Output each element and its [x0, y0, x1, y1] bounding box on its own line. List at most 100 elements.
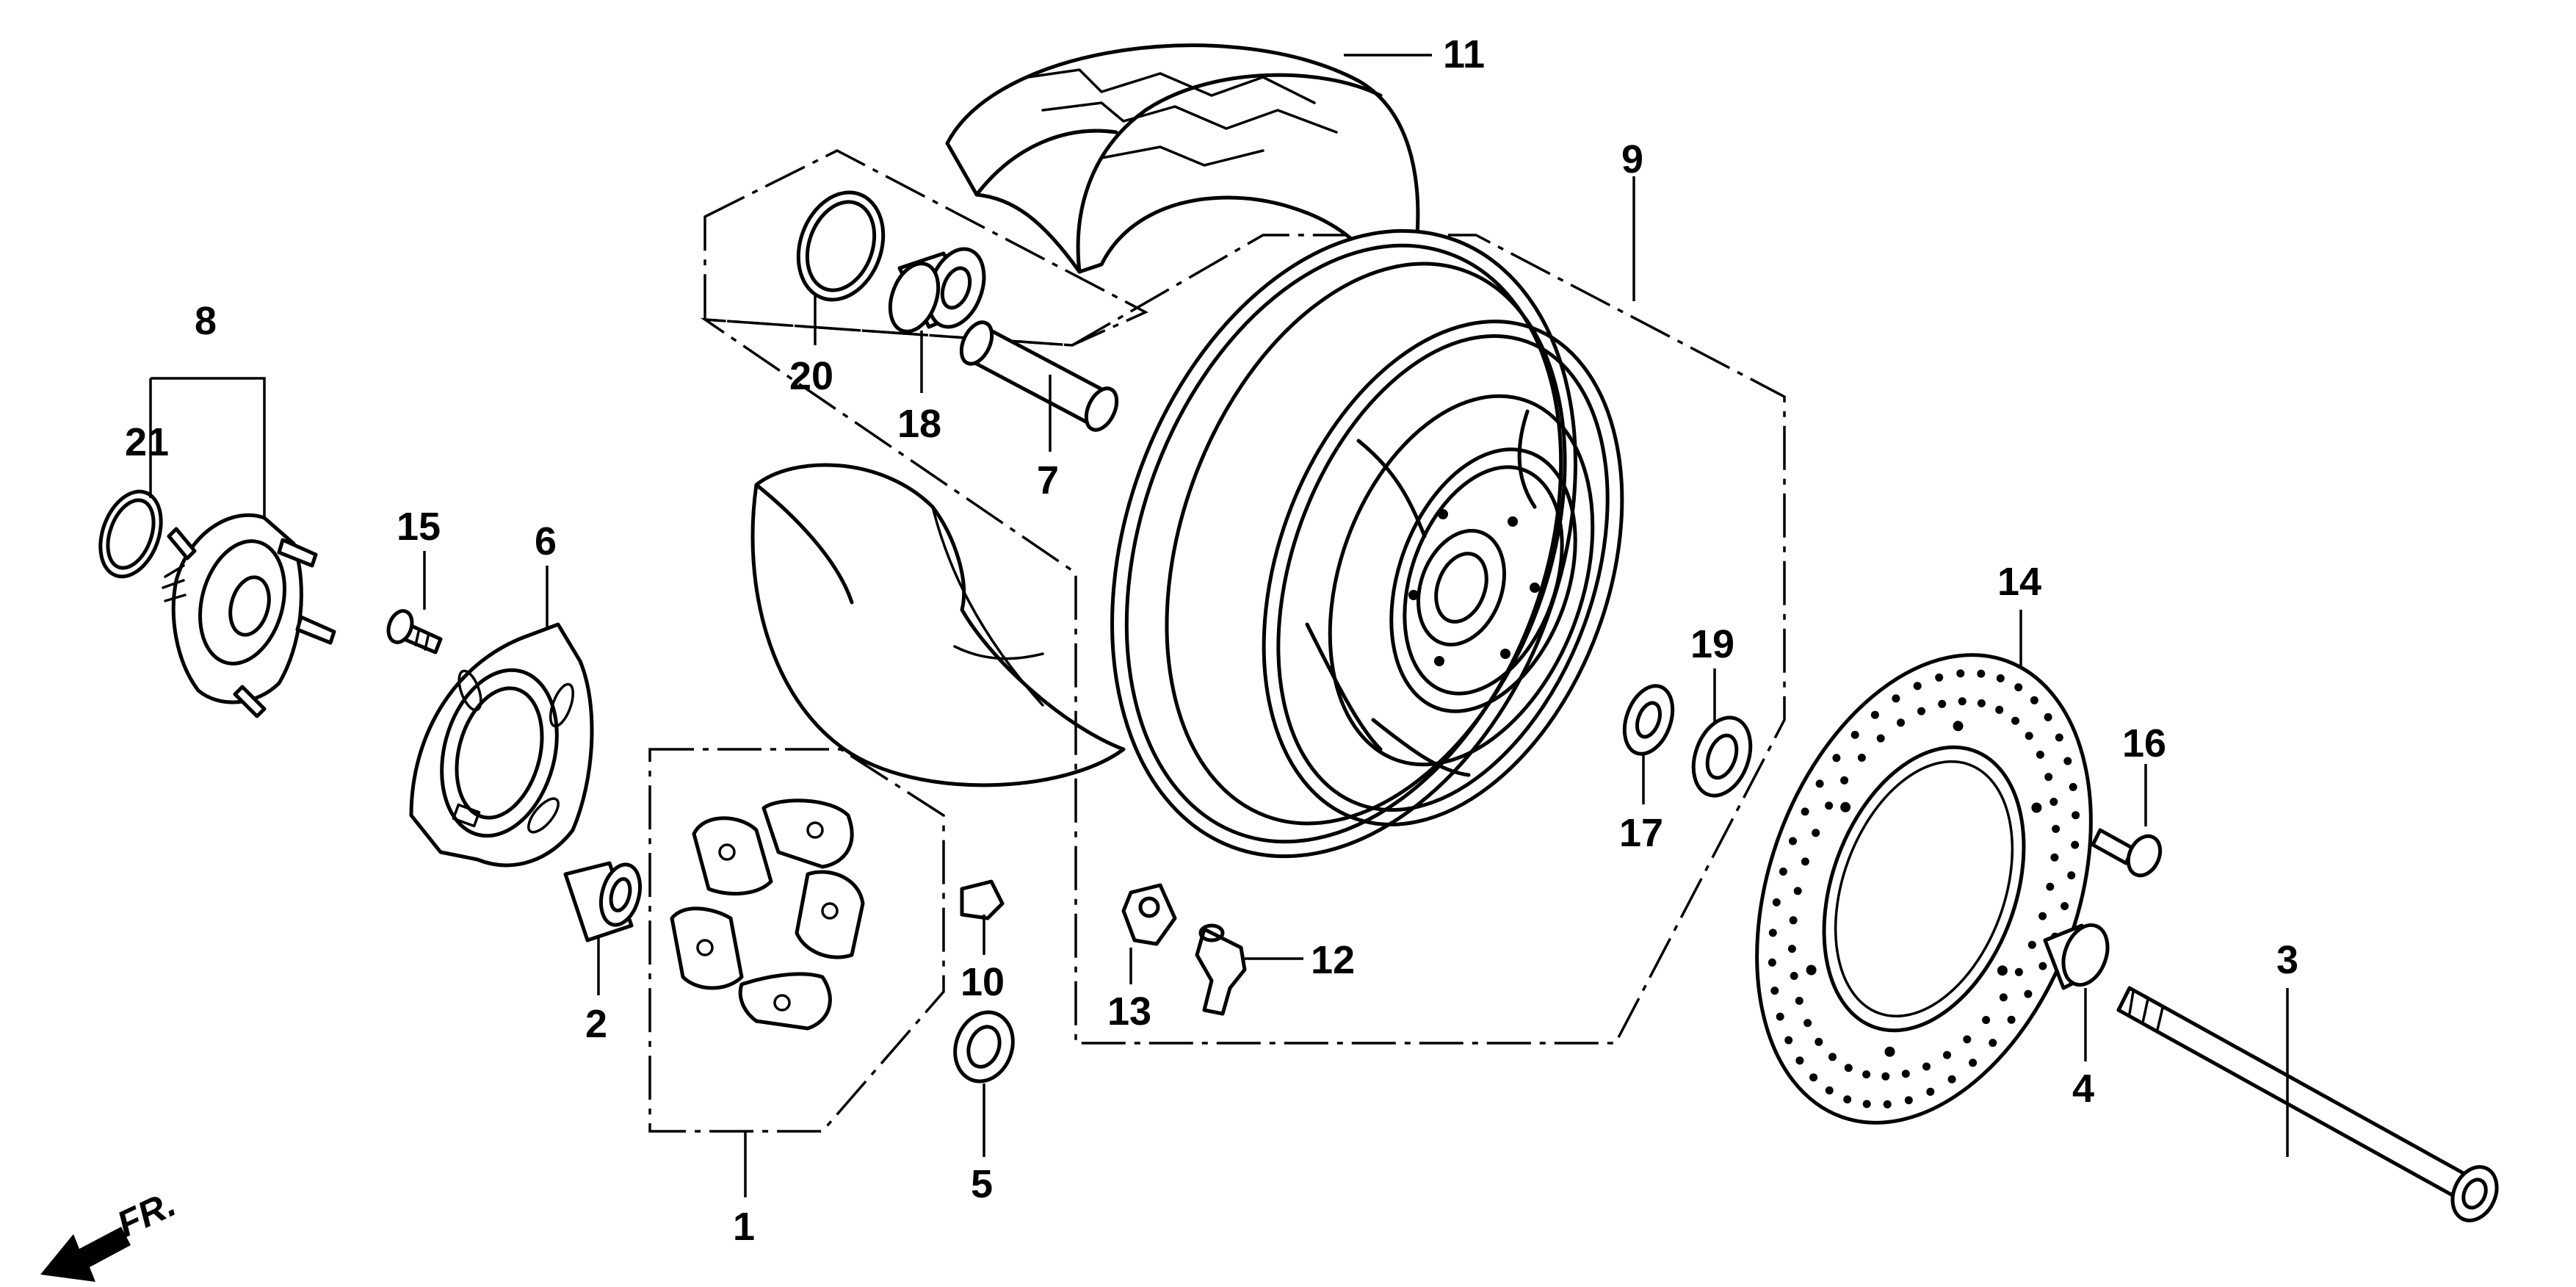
disc-hole	[1982, 1016, 1991, 1024]
disc-hole	[2055, 733, 2063, 742]
disc-hole	[1844, 1064, 1853, 1072]
callouts: 11 9 8 21 20 18 7 15 6 19 17 14 16 3 4 1…	[125, 32, 2298, 1249]
disc-hole	[1901, 1070, 1910, 1078]
bearing-17	[1622, 684, 1675, 756]
disc-hole	[2027, 940, 2036, 949]
disc-hole	[1999, 993, 2008, 1002]
callout-16: 16	[2122, 721, 2166, 765]
disc-hole	[1947, 1075, 1956, 1084]
disc-hole	[1969, 1059, 1978, 1067]
disc-hole	[1876, 734, 1885, 743]
washer-5	[953, 1010, 1015, 1084]
callout-12: 12	[1311, 938, 1355, 982]
disc-hole	[1997, 965, 2008, 976]
disc-hole	[1870, 710, 1879, 719]
disc-hole	[1926, 1087, 1935, 1096]
disc-bolt-16	[2091, 828, 2163, 878]
disc-hole	[1776, 1012, 1784, 1021]
valve-nut-13	[1121, 883, 1177, 946]
callout-13: 13	[1107, 989, 1151, 1034]
disc-hole	[1977, 699, 1986, 707]
disc-hole	[2011, 716, 2019, 725]
disc-hole	[2014, 683, 2023, 692]
callout-14: 14	[1997, 560, 2041, 604]
disc-hole	[2014, 967, 2023, 976]
disc-hole	[1770, 987, 1779, 995]
disc-hole	[1812, 829, 1820, 837]
callout-18: 18	[897, 402, 941, 446]
disc-hole	[2038, 962, 2047, 970]
disc-hole	[1809, 1073, 1818, 1082]
disc-hole	[1840, 776, 1849, 785]
front-arrow-icon	[40, 1227, 131, 1282]
wheel-rim	[1110, 228, 1624, 859]
disc-hole	[1779, 868, 1787, 876]
disc-hole	[1995, 705, 2004, 714]
disc-hole	[1795, 996, 1803, 1005]
callout-8: 8	[195, 299, 217, 343]
disc-hole	[1789, 837, 1797, 846]
disc-hole	[1801, 807, 1809, 816]
rear-axle-3	[2116, 986, 2499, 1222]
disc-hole	[1953, 721, 1964, 732]
disc-hole	[2025, 732, 2033, 740]
disc-hole	[1793, 887, 1802, 895]
disc-hole	[2050, 853, 2059, 862]
disc-hole	[1956, 669, 1965, 678]
disc-hole	[1935, 673, 1944, 682]
callout-6: 6	[535, 519, 557, 563]
disc-hole	[1943, 1050, 1951, 1059]
disc-hole	[1913, 682, 1922, 691]
disc-hole	[1815, 1037, 1823, 1046]
disc-hole	[1825, 1086, 1834, 1095]
disc-hole	[1857, 754, 1866, 762]
disc-hole	[1840, 801, 1851, 812]
disc-hole	[1768, 958, 1776, 967]
disc-hole	[1977, 669, 1986, 678]
disc-hole	[1883, 1100, 1892, 1108]
disc-hole	[1938, 699, 1947, 708]
disc-hole	[1815, 779, 1824, 788]
callout-10: 10	[960, 960, 1005, 1004]
disc-hole	[1897, 718, 1905, 727]
disc-hole	[2007, 1015, 2016, 1024]
disc-hole	[2044, 773, 2053, 782]
tire-valve-12	[1195, 923, 1247, 1016]
disc-hole	[1904, 1096, 1913, 1105]
disc-hole	[1784, 1036, 1793, 1045]
disc-hole	[2067, 871, 2076, 880]
disc-hole	[2024, 989, 2033, 998]
disc-hole	[1996, 674, 2005, 682]
disc-hole	[1963, 1035, 1972, 1044]
disc-hole	[1989, 1039, 1997, 1048]
disc-hole	[1806, 965, 1817, 976]
disc-hole	[1862, 1100, 1871, 1108]
final-driven-flange-8	[162, 513, 336, 718]
callout-17: 17	[1619, 811, 1663, 855]
disc-hole	[2036, 750, 2044, 759]
disc-hole	[2072, 811, 2080, 820]
o-ring-21	[98, 489, 163, 579]
disc-hole	[1795, 1056, 1804, 1065]
callout-2: 2	[585, 1002, 607, 1046]
side-collar-4	[2043, 923, 2110, 990]
disc-hole	[2061, 902, 2069, 910]
disc-hole	[1850, 730, 1859, 739]
disc-hole	[1801, 857, 1809, 866]
brake-disc	[1755, 653, 2093, 1125]
disc-hole	[2031, 802, 2042, 813]
distance-collar-7	[959, 320, 1119, 432]
disc-hole	[1884, 1046, 1895, 1057]
disc-hole	[1772, 898, 1781, 906]
disc-hole	[2063, 757, 2072, 765]
dust-seal-19	[1691, 715, 1753, 798]
disc-hole	[1862, 1070, 1871, 1079]
callout-19: 19	[1690, 622, 1734, 666]
callout-15: 15	[397, 505, 441, 549]
disc-hole	[2069, 782, 2077, 791]
front-direction-indicator: FR.	[40, 1183, 182, 1282]
collar-2	[563, 861, 642, 942]
callout-4: 4	[2072, 1067, 2094, 1111]
disc-hole	[1828, 1053, 1837, 1061]
